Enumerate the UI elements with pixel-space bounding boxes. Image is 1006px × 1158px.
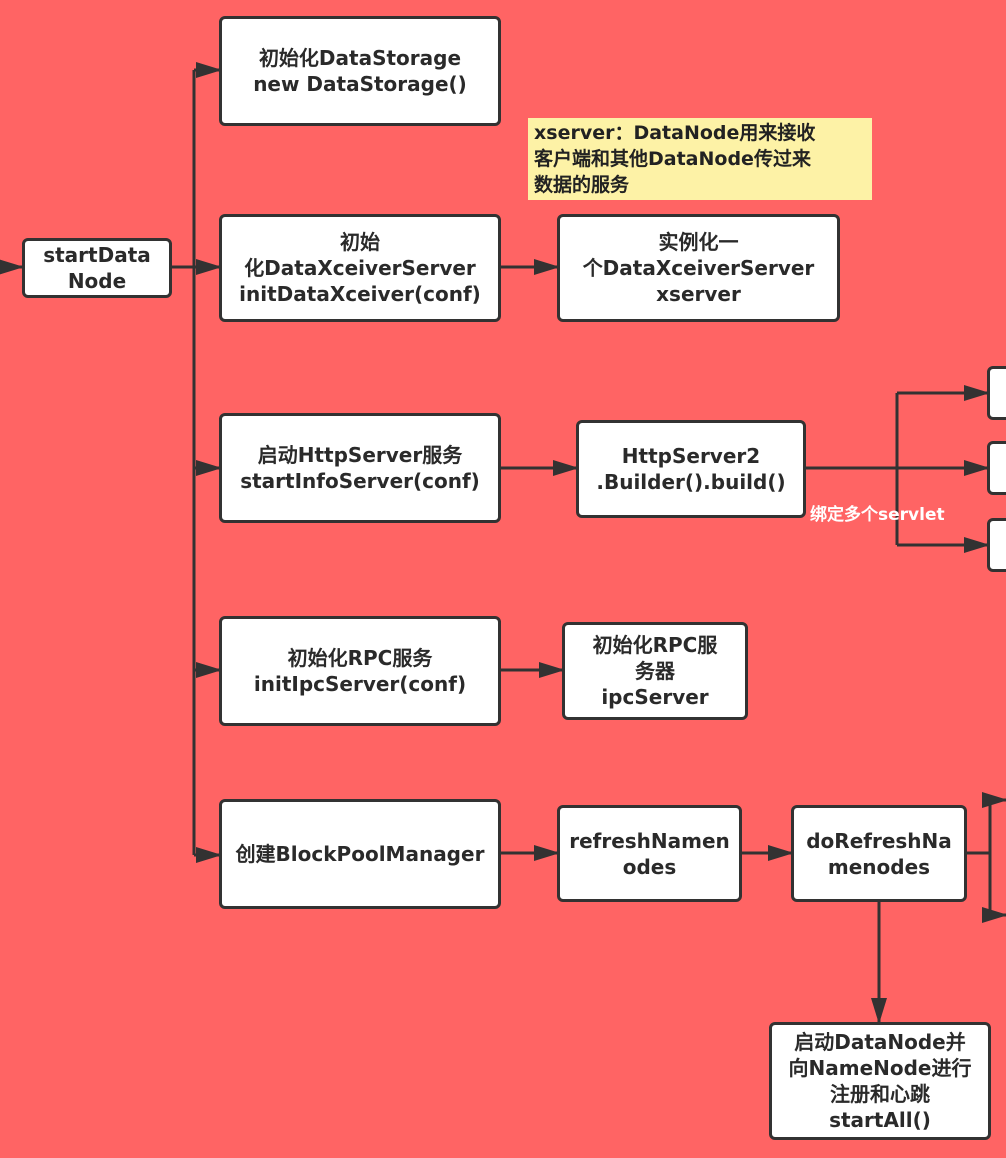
node-servlet-2 [987,441,1006,495]
node-label: 向NameNode进行 [788,1056,972,1080]
node-label: menodes [827,854,931,879]
node-label: HttpServer2 [621,444,761,468]
node-label: new DataStorage() [253,72,467,96]
node-label: xserver [656,282,741,306]
note-xserver: xserver：DataNode用来接收 客户端和其他DataNode传过来 数… [528,118,872,200]
edge-label-servlets: 绑定多个servlet [810,505,945,525]
node-servlet-1 [987,366,1006,420]
note-line: 客户端和其他DataNode传过来 [534,148,811,170]
node-label: 注册和心跳 [830,1082,930,1106]
node-start-httpserver: 启动HttpServer服务 startInfoServer(conf) [219,413,501,523]
node-init-rpc: 初始化RPC服务 initIpcServer(conf) [219,616,501,726]
node-label: 初始化RPC服 [592,633,718,657]
node-label: doRefreshNa [806,828,952,853]
node-label: 启动HttpServer服务 [257,443,463,467]
node-refresh-namenodes: refreshNamen odes [557,805,742,902]
node-xserver-instance: 实例化一 个DataXceiverServer xserver [557,214,840,322]
node-label: 创建BlockPoolManager [235,842,485,866]
node-label: refreshNamen [569,828,730,853]
node-init-datastorage: 初始化DataStorage new DataStorage() [219,16,501,126]
node-label: startData [43,243,151,267]
node-label: 初始 [340,230,380,254]
note-line: 数据的服务 [534,174,630,196]
node-label: ipcServer [601,685,709,709]
node-label: 启动DataNode并 [794,1030,966,1054]
node-httpserver2-builder: HttpServer2 .Builder().build() [576,420,806,518]
node-label: .Builder().build() [596,470,786,494]
node-start-datanode: startData Node [22,238,172,298]
node-label: odes [622,854,677,879]
node-label: 务器 [635,659,675,683]
node-do-refresh-namenodes: doRefreshNa menodes [791,805,967,902]
node-servlet-3 [987,518,1006,572]
node-start-all: 启动DataNode并 向NameNode进行 注册和心跳 startAll() [769,1022,991,1140]
node-label: 初始化DataStorage [258,46,462,70]
node-init-dataxceiver: 初始 化DataXceiverServer initDataXceiver(co… [219,214,501,322]
node-ipcserver: 初始化RPC服 务器 ipcServer [562,622,748,720]
node-label: 个DataXceiverServer [582,256,815,280]
node-create-blockpoolmanager: 创建BlockPoolManager [219,799,501,909]
node-label: initIpcServer(conf) [253,672,467,696]
node-label: 初始化RPC服务 [287,646,433,670]
node-label: 实例化一 [658,230,739,254]
node-label: startAll() [829,1108,931,1132]
note-line: xserver：DataNode用来接收 [534,122,816,144]
node-label: initDataXceiver(conf) [239,282,481,306]
node-label: Node [67,269,127,293]
node-label: 化DataXceiverServer [244,256,476,280]
node-label: startInfoServer(conf) [240,469,480,493]
